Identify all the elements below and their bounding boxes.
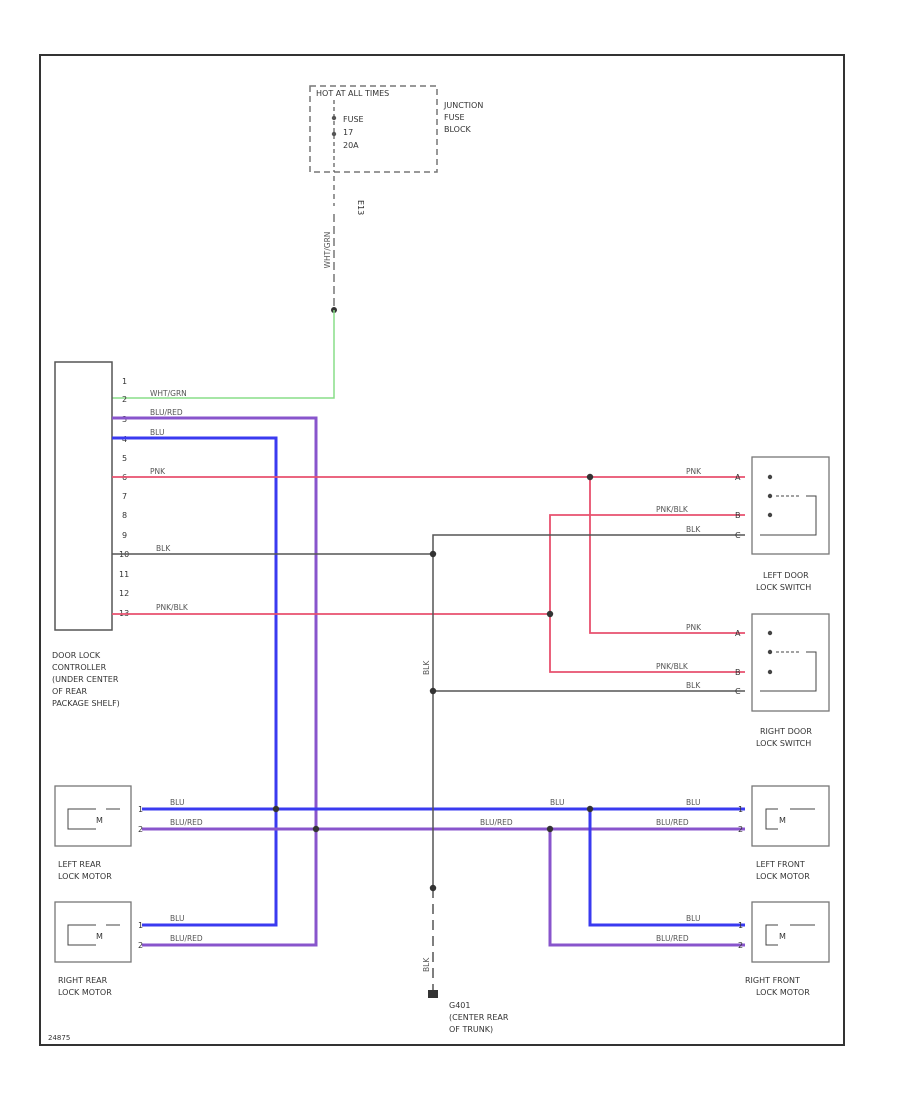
motor-wire-label: BLU xyxy=(686,914,700,923)
controller-wire-label: WHT/GRN xyxy=(150,389,187,398)
ground-wire-label: BLK xyxy=(422,660,431,675)
switch-name-line: LEFT DOOR xyxy=(763,571,809,580)
fuse-rating: 20A xyxy=(343,141,359,150)
ground-name-line: OF TRUNK) xyxy=(449,1025,493,1034)
motor-pin: 1 xyxy=(138,921,143,930)
fuse-label: FUSE xyxy=(343,115,364,124)
controller-wire-label: PNK/BLK xyxy=(156,603,189,612)
motor-name-line: LEFT FRONT xyxy=(756,860,805,869)
motor-symbol-label: M xyxy=(96,932,103,941)
controller-name-line: PACKAGE SHELF) xyxy=(52,699,120,708)
fuse-block-name-3: BLOCK xyxy=(444,125,472,134)
motor-symbol-label: M xyxy=(779,932,786,941)
motor-wire-label: BLU/RED xyxy=(656,818,689,827)
switch-name-line: LOCK SWITCH xyxy=(756,583,811,592)
ground-g401: BLK BLK G401 (CENTER REAR OF TRUNK) xyxy=(422,660,509,1034)
motor-name-line: LEFT REAR xyxy=(58,860,101,869)
fuse-hot-label: HOT AT ALL TIMES xyxy=(316,89,389,98)
switch-wire-label: PNK/BLK xyxy=(656,662,689,671)
controller-pins: 1 2 3 4 5 6 7 8 9 10 11 12 13 WHT/GRN BL… xyxy=(119,377,189,618)
motor-wire-label: BLU/RED xyxy=(170,818,203,827)
left-door-lock-switch: PNK PNK/BLK BLK A B C LEFT DOOR LOCK SWI… xyxy=(656,456,830,592)
fuse-block-name-2: FUSE xyxy=(444,113,465,122)
controller-pin: 9 xyxy=(122,531,127,540)
motor-name-line: RIGHT FRONT xyxy=(745,976,800,985)
motor-wire-label: BLU/RED xyxy=(656,934,689,943)
left-front-lock-motor: M 1 2 BLU BLU/RED LEFT FRONT LOCK MOTOR xyxy=(656,785,830,881)
left-rear-lock-motor: M 1 2 BLU BLU/RED LEFT REAR LOCK MOTOR xyxy=(54,785,203,881)
switch-wire-label: BLK xyxy=(686,681,701,690)
motor-wire-label: BLU xyxy=(170,914,184,923)
controller-wire-label: PNK xyxy=(150,467,166,476)
door-lock-controller xyxy=(54,361,113,631)
controller-pin: 7 xyxy=(122,492,127,501)
switch-wire-label: PNK xyxy=(686,623,702,632)
ground-name-line: G401 xyxy=(449,1001,470,1010)
motor-wire-label: BLU xyxy=(686,798,700,807)
motor-wire-label: BLU xyxy=(170,798,184,807)
fuse-number: 17 xyxy=(343,128,353,137)
motor-name-line: LOCK MOTOR xyxy=(756,988,810,997)
switch-pin: A xyxy=(735,473,741,482)
controller-pin: 1 xyxy=(122,377,127,386)
right-rear-lock-motor: M 1 2 BLU BLU/RED RIGHT REAR LOCK MOTOR xyxy=(54,901,203,997)
wire-blu-main xyxy=(112,436,278,927)
motor-pin: 2 xyxy=(738,941,743,950)
controller-name-line: OF REAR xyxy=(52,687,88,696)
junction-fuse-block: HOT AT ALL TIMES FUSE 17 20A JUNCTION FU… xyxy=(309,85,483,173)
motor-pin: 2 xyxy=(138,825,143,834)
diagram-border xyxy=(39,54,845,1046)
switch-pin: C xyxy=(735,531,741,540)
switch-pin: B xyxy=(735,511,741,520)
ground-name-line: (CENTER REAR xyxy=(449,1013,509,1022)
fuse-pin-label: E13 xyxy=(356,200,365,215)
switch-name-line: RIGHT DOOR xyxy=(760,727,812,736)
motor-name-line: LOCK MOTOR xyxy=(58,872,112,881)
ground-wire-label-lower: BLK xyxy=(422,957,431,972)
controller-pin: 5 xyxy=(122,454,127,463)
controller-wire-label: BLU/RED xyxy=(150,408,183,417)
motor-pin: 2 xyxy=(138,941,143,950)
fuse-block-name-1: JUNCTION xyxy=(443,101,483,110)
motor-wire-label: BLU/RED xyxy=(170,934,203,943)
right-door-lock-switch: PNK PNK/BLK BLK A B C RIGHT DOOR LOCK SW… xyxy=(656,613,830,748)
motor-pin: 2 xyxy=(738,825,743,834)
motor-pin: 1 xyxy=(138,805,143,814)
controller-pin: 12 xyxy=(119,589,129,598)
switch-pin: B xyxy=(735,668,741,677)
controller-pin: 8 xyxy=(122,511,127,520)
controller-wire-label: BLK xyxy=(156,544,171,553)
controller-pin: 11 xyxy=(119,570,129,579)
mid-blured-label: BLU/RED xyxy=(480,818,513,827)
feed-wire-label: WHT/GRN xyxy=(323,232,332,269)
motor-pin: 1 xyxy=(738,805,743,814)
controller-name-line: (UNDER CENTER xyxy=(52,675,119,684)
switch-wire-label: BLK xyxy=(686,525,701,534)
motor-name-line: LOCK MOTOR xyxy=(58,988,112,997)
switch-wire-label: PNK/BLK xyxy=(656,505,689,514)
motor-symbol-label: M xyxy=(96,816,103,825)
motor-name-line: RIGHT REAR xyxy=(58,976,108,985)
controller-name-line: DOOR LOCK xyxy=(52,651,101,660)
motor-name-line: LOCK MOTOR xyxy=(756,872,810,881)
motor-pin: 1 xyxy=(738,921,743,930)
motor-symbol-label: M xyxy=(779,816,786,825)
wire-blu-red-main xyxy=(112,416,318,947)
controller-pin: 2 xyxy=(122,395,127,404)
controller-name: DOOR LOCK CONTROLLER (UNDER CENTER OF RE… xyxy=(52,651,120,708)
switch-wire-label: PNK xyxy=(686,467,702,476)
switch-name-line: LOCK SWITCH xyxy=(756,739,811,748)
right-front-lock-motor: M 1 2 BLU BLU/RED RIGHT FRONT LOCK MOTOR xyxy=(656,901,830,997)
diagram-code: 24875 xyxy=(48,1034,70,1042)
controller-name-line: CONTROLLER xyxy=(52,663,107,672)
splices xyxy=(272,473,594,892)
switch-pin: C xyxy=(735,687,741,696)
switch-pin: A xyxy=(735,629,741,638)
controller-wire-label: BLU xyxy=(150,428,164,437)
mid-blu-label: BLU xyxy=(550,798,564,807)
